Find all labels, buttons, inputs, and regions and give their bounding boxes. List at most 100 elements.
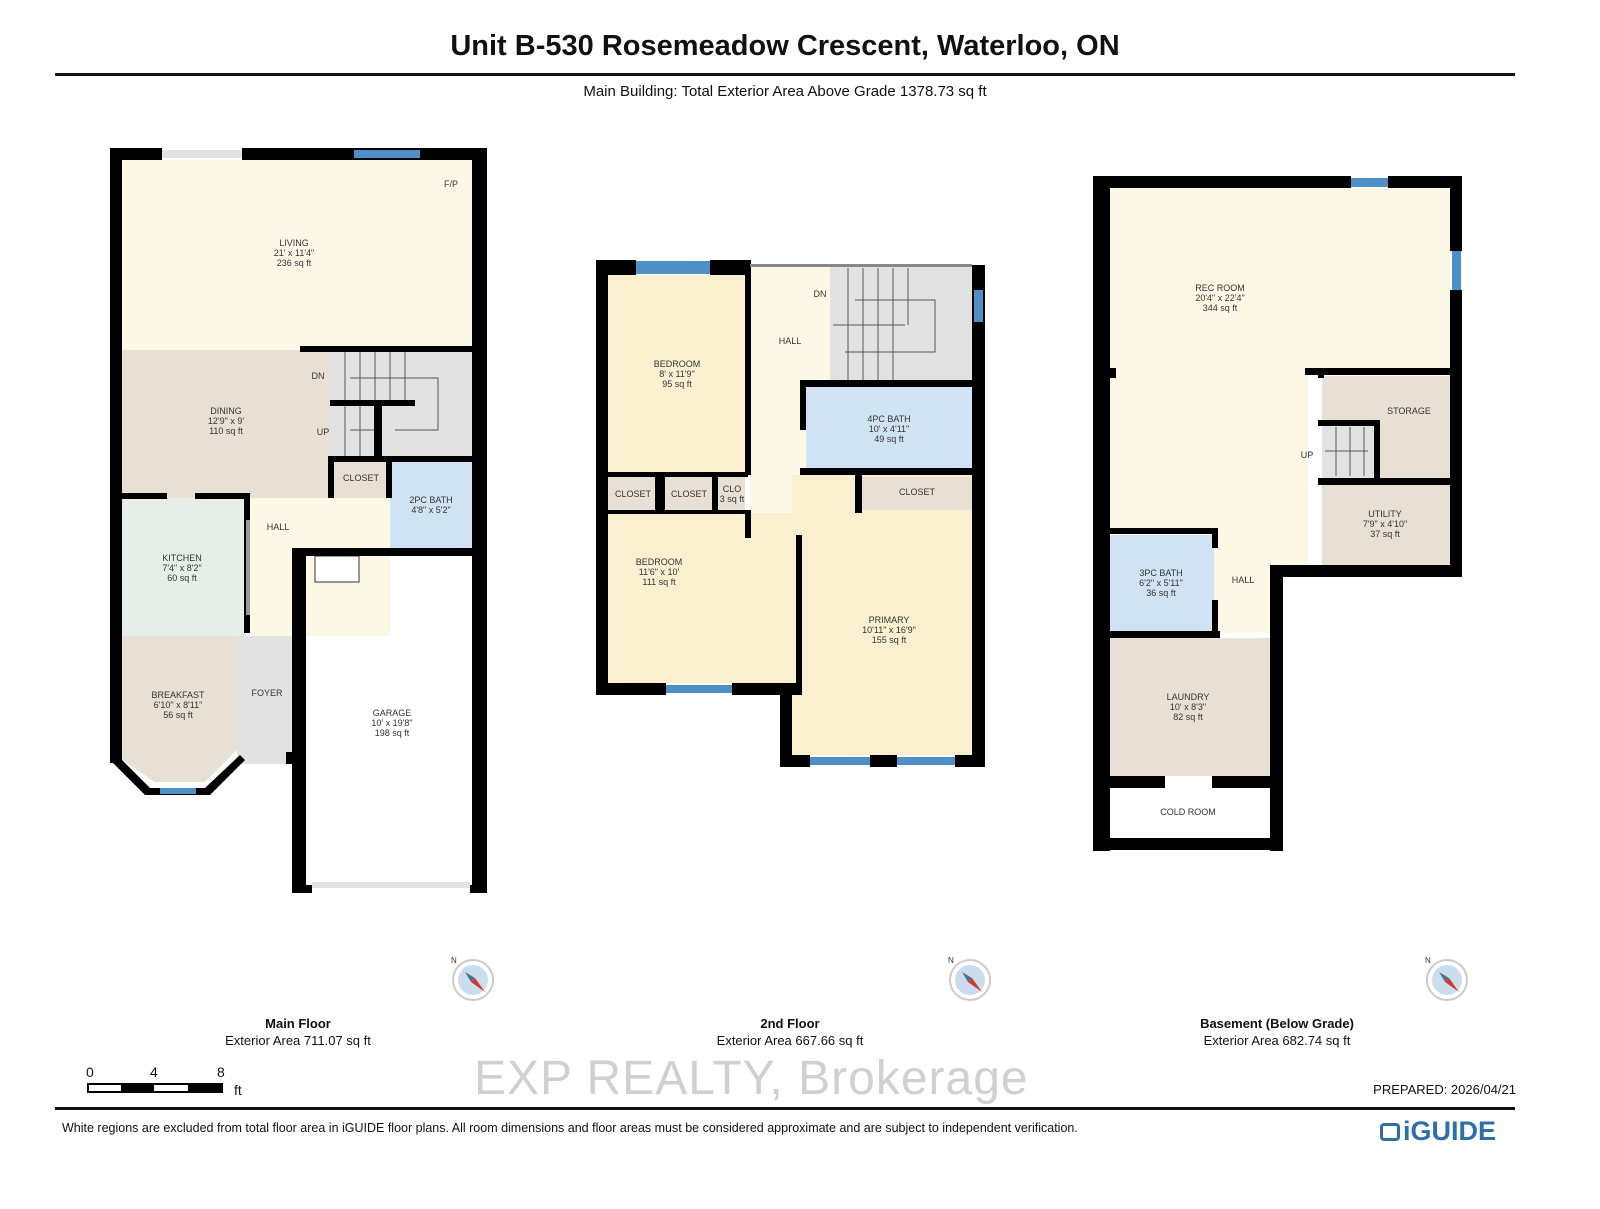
room-name: BEDROOM: [635, 557, 683, 567]
room-2pc-bath: [390, 460, 472, 548]
window: [636, 261, 710, 274]
page-title: Unit B-530 Rosemeadow Crescent, Waterloo…: [450, 30, 1120, 62]
room-area: 37 sq ft: [1370, 529, 1400, 539]
floor-name: Basement (Below Grade): [1200, 1016, 1354, 1031]
room-cold-room: [1105, 788, 1270, 838]
room-label: HALL: [1232, 575, 1255, 585]
floor-exterior-area: Exterior Area 682.74 sq ft: [1203, 1033, 1351, 1048]
room-label: UP: [1301, 450, 1314, 460]
closet: [608, 477, 655, 511]
room-area: 110 sq ft: [209, 426, 243, 436]
iguide-logo: iGUIDE: [1380, 1116, 1496, 1147]
room-label: DN: [312, 371, 325, 381]
room-dims: 10' x 19'8": [371, 718, 413, 728]
room-name: HALL: [778, 336, 802, 346]
room-name: HALL: [1231, 575, 1255, 585]
room-area: 344 sq ft: [1202, 303, 1238, 313]
room-name: UP: [316, 427, 330, 437]
room-utility: [1322, 485, 1450, 565]
room-dims: 21' x 11'4": [273, 248, 315, 258]
room-dims: 11'6" x 10': [638, 567, 680, 577]
scale-tick: 8: [217, 1064, 225, 1080]
room-dims: 10'11" x 16'9": [862, 625, 916, 635]
room-area: 236 sq ft: [276, 258, 312, 268]
compass-north-label: N: [451, 956, 457, 965]
closet: [718, 477, 745, 511]
iguide-logo-icon: [1380, 1122, 1400, 1141]
room-name: UTILITY: [1368, 509, 1402, 519]
room-dining: [122, 350, 332, 498]
room-name: BEDROOM: [653, 359, 701, 369]
room-name: HALL: [266, 522, 290, 532]
disclaimer: White regions are excluded from total fl…: [62, 1121, 1078, 1135]
room-name: PRIMARY: [868, 615, 910, 625]
room-kitchen: [122, 498, 246, 636]
room-name: 2PC BATH: [409, 495, 453, 505]
room-label: UP: [317, 427, 330, 437]
room-area: 60 sq ft: [167, 573, 197, 583]
room-area: 56 sq ft: [163, 710, 193, 720]
room-dims: 6'10" x 8'11": [153, 700, 203, 710]
floor-exterior-area: Exterior Area 667.66 sq ft: [716, 1033, 864, 1048]
room-name: KITCHEN: [162, 553, 202, 563]
stairs-2: [830, 265, 972, 382]
room-label: HALL: [267, 522, 290, 532]
room-area: 3 sq ft: [719, 494, 745, 504]
room-name: GARAGE: [372, 708, 412, 718]
window: [1452, 251, 1461, 290]
room-name: BREAKFAST: [151, 690, 205, 700]
room-closet: [330, 460, 390, 498]
room-name: FOYER: [251, 688, 283, 698]
room-living: [122, 160, 472, 350]
room-name: REC ROOM: [1195, 283, 1245, 293]
window: [160, 788, 196, 794]
scale-tick: 4: [150, 1064, 158, 1080]
window: [354, 150, 420, 158]
closet: [862, 477, 972, 510]
room-name: LIVING: [279, 238, 309, 248]
room-bedroom-2: [608, 513, 800, 683]
room-label: CLOSET: [343, 473, 379, 483]
room-name: DINING: [210, 406, 242, 416]
compass-icon: [452, 959, 494, 1001]
compass-icon: [1426, 959, 1468, 1001]
room-dims: 12'9" x 9': [207, 416, 245, 426]
main-floor-plan: [110, 148, 487, 893]
watermark: EXP REALTY, Brokerage: [470, 1053, 1033, 1105]
scale-bar: [87, 1083, 223, 1093]
prepared-date: PREPARED: 2026/04/21: [1373, 1082, 1516, 1097]
room-dims: 7'9" x 4'10": [1362, 519, 1408, 529]
room-name: F/P: [443, 179, 459, 189]
window: [897, 757, 955, 765]
room-breakfast: [122, 636, 237, 782]
room-dims: 10' x 4'11": [868, 424, 910, 434]
window: [1351, 178, 1388, 187]
room-name: CLOSET: [342, 473, 380, 483]
closet: [665, 477, 712, 511]
floor-name: 2nd Floor: [760, 1016, 820, 1031]
room-dims: 20'4" x 22'4": [1195, 293, 1245, 303]
room-label: STORAGE: [1387, 406, 1431, 416]
room-name: COLD ROOM: [1160, 807, 1216, 817]
floor-caption-second: 2nd Floor Exterior Area 667.66 sq ft: [717, 1015, 864, 1049]
room-dims: 4'8" x 5'2": [411, 505, 451, 515]
room-area: 111 sq ft: [642, 577, 676, 587]
room-label: CLOSET: [615, 489, 651, 499]
compass-north-label: N: [948, 956, 954, 965]
room-laundry: [1105, 638, 1270, 776]
garage-step: [314, 555, 360, 583]
room-label: FOYER: [251, 688, 282, 698]
room-primary: [792, 475, 972, 755]
